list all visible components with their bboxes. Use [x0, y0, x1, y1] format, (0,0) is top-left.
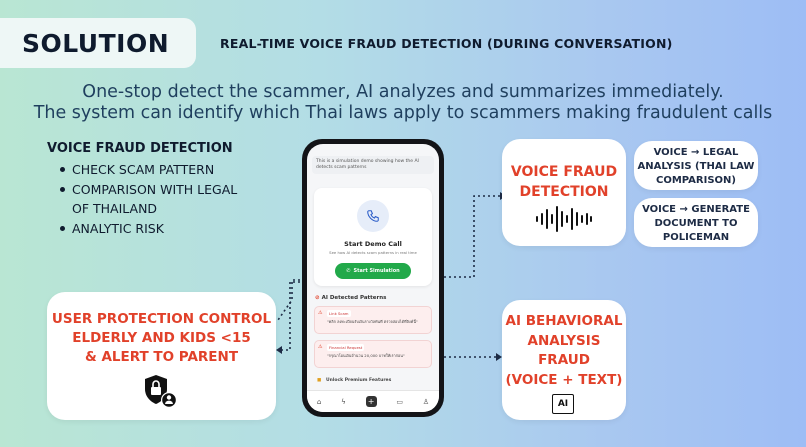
call-icon: ✆ [346, 268, 351, 274]
voice-card-line-1: VOICE FRAUD [510, 164, 618, 180]
demo-call-card: Start Demo Call See how AI detects scam … [314, 188, 432, 286]
police-note-line-2: DOCUMENT TO [654, 218, 738, 229]
start-simulation-button[interactable]: ✆ Start Simulation [335, 263, 411, 279]
legal-analysis-note: VOICE → LEGAL ANALYSIS (THAI LAW COMPARI… [634, 141, 758, 190]
protection-line-1: USER PROTECTION CONTROL [51, 311, 272, 327]
voice-fraud-card: VOICE FRAUD DETECTION [502, 139, 626, 246]
feature-item: CHECK SCAM PATTERN [60, 160, 237, 180]
sim-button-label: Start Simulation [353, 268, 400, 274]
pattern-tag: Financial Request [327, 344, 365, 351]
ai-card-line-2: ANALYSIS [527, 332, 601, 349]
voice-card-line-2: DETECTION [519, 184, 609, 200]
bottom-nav: ⌂ ϟ + ▭ ♙ [307, 390, 439, 412]
home-icon[interactable]: ⌂ [316, 397, 322, 406]
solution-badge: SOLUTION [0, 18, 196, 68]
detected-patterns-header: ⊘AI Detected Patterns [315, 295, 387, 301]
plus-icon[interactable]: + [365, 396, 377, 407]
demo-subtitle: See how AI detects scam patterns in real… [329, 250, 417, 255]
ai-card-line-1: AI BEHAVIORAL [505, 313, 623, 329]
chat-icon[interactable]: ▭ [396, 397, 403, 406]
bolt-icon[interactable]: ϟ [341, 397, 346, 406]
ai-behavioral-card: AI BEHAVIORAL ANALYSIS FRAUD (VOICE + TE… [502, 300, 626, 420]
police-note-line-1: VOICE → GENERATE [642, 204, 750, 215]
unlock-premium-link[interactable]: ■Unlock Premium Features [317, 378, 392, 383]
intro-line-2: The system can identify which Thai laws … [33, 103, 773, 123]
features-list: CHECK SCAM PATTERN COMPARISON WITH LEGAL… [60, 160, 237, 238]
feature-item: COMPARISON WITH LEGAL [60, 180, 237, 200]
ai-card-line-4: (VOICE + TEXT) [505, 371, 623, 388]
police-note-line-3: POLICEMAN [662, 232, 730, 243]
legal-note-line-2: ANALYSIS (THAI LAW [637, 161, 755, 172]
police-document-note: VOICE → GENERATE DOCUMENT TO POLICEMAN [634, 198, 758, 247]
phone-icon [357, 200, 389, 232]
features-title: VOICE FRAUD DETECTION [47, 141, 233, 156]
sound-wave-icon [536, 206, 592, 232]
page-headline: REAL-TIME VOICE FRAUD DETECTION (DURING … [220, 36, 673, 51]
solution-label: SOLUTION [22, 28, 170, 58]
profile-icon[interactable]: ♙ [422, 397, 430, 406]
pattern-quote: "กรุณาโอนเงินจำนวน 20,000 บาทให้เราก่อน" [327, 353, 405, 358]
pattern-item[interactable]: ⚠ Financial Request "กรุณาโอนเงินจำนวน 2… [314, 340, 432, 368]
ai-chip-label: AI [557, 399, 569, 409]
legal-note-line-1: VOICE → LEGAL [653, 147, 739, 158]
pattern-quote: "คลิก ลงทะเบียนรับเงินรางวัลทันที ตรวจสอ… [327, 319, 418, 324]
user-protection-card: USER PROTECTION CONTROL ELDERLY AND KIDS… [47, 292, 276, 420]
intro-line-1: One-stop detect the scammer, AI analyzes… [82, 82, 724, 102]
feature-item-continued: OF THAILAND [72, 201, 158, 216]
warning-icon: ⚠ [318, 310, 323, 316]
legal-note-line-3: COMPARISON) [655, 175, 736, 186]
ai-card-line-3: FRAUD [538, 352, 590, 368]
alert-icon: ⊘ [315, 295, 320, 301]
demo-title: Start Demo Call [344, 240, 402, 248]
phone-screen: This is a simulation demo showing how th… [307, 144, 439, 412]
phone-mockup: This is a simulation demo showing how th… [302, 139, 444, 417]
protection-line-3: & ALERT TO PARENT [84, 349, 239, 365]
lock-icon: ■ [317, 378, 322, 383]
pattern-item[interactable]: ⚠ Link Scam "คลิก ลงทะเบียนรับเงินรางวัล… [314, 306, 432, 334]
demo-note: This is a simulation demo showing how th… [312, 156, 434, 174]
shield-user-icon [145, 375, 177, 408]
ai-chip-icon: AI [552, 394, 574, 414]
pattern-tag: Link Scam [327, 310, 351, 317]
warning-icon: ⚠ [318, 344, 323, 350]
protection-line-2: ELDERLY AND KIDS <15 [72, 330, 251, 346]
feature-item: ANALYTIC RISK [60, 219, 237, 239]
